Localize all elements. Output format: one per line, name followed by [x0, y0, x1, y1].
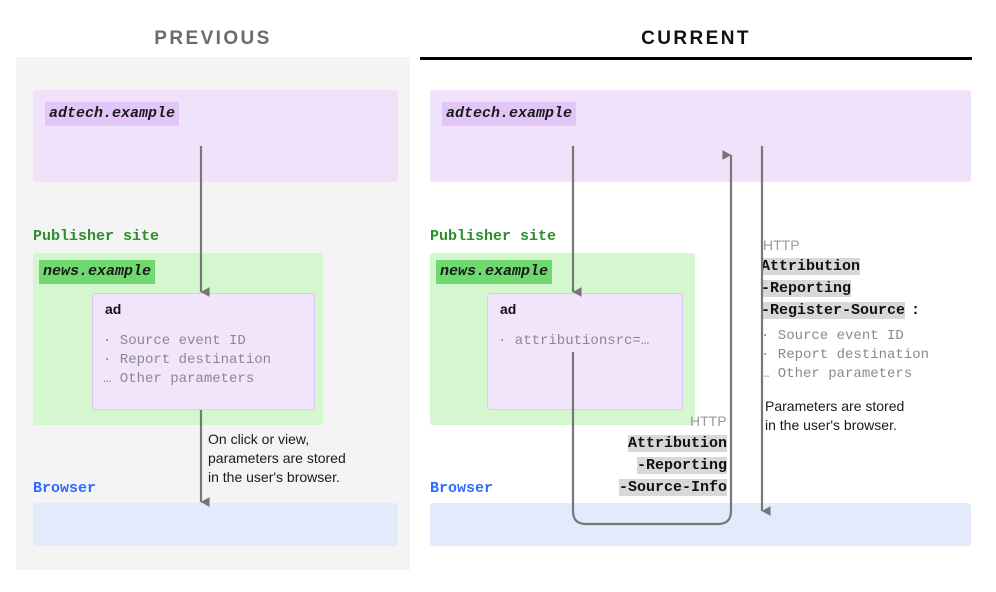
- response-header-line-2: -Reporting: [761, 280, 852, 297]
- current-note: Parameters are stored in the user's brow…: [765, 398, 905, 433]
- column-rule-current: [420, 57, 972, 60]
- previous-browser-label: Browser: [33, 480, 97, 497]
- response-http-word: HTTP: [763, 237, 800, 253]
- previous-ad-items: · Source event ID · Report destination ……: [103, 333, 272, 387]
- previous-publisher-chip: news.example: [39, 260, 156, 284]
- current-browser-label: Browser: [430, 480, 494, 497]
- previous-note: On click or view, parameters are stored …: [208, 431, 346, 485]
- column-title-current: CURRENT: [641, 28, 751, 49]
- response-header-line-1: Attribution: [761, 258, 861, 275]
- current-ad-items: · attributionsrc=…: [498, 333, 650, 349]
- previous-browser-box: [33, 503, 398, 546]
- current-browser-box: [430, 503, 971, 546]
- previous-publisher-label: Publisher site: [33, 228, 160, 245]
- request-header-line-2: -Reporting: [636, 457, 727, 474]
- response-header-items: · Source event ID · Report destination ……: [761, 328, 930, 382]
- request-http-word: HTTP: [690, 413, 727, 429]
- request-header-line-3: -Source-Info: [618, 479, 727, 496]
- column-title-previous: PREVIOUS: [154, 28, 272, 49]
- current-publisher-label: Publisher site: [430, 228, 557, 245]
- response-header-line-3: -Register-Source:: [761, 302, 921, 319]
- previous-ad-title: ad: [105, 301, 122, 317]
- current-ad-title: ad: [500, 301, 517, 317]
- previous-adtech-chip: adtech.example: [45, 102, 180, 126]
- current-adtech-chip: adtech.example: [442, 102, 577, 126]
- current-publisher-chip: news.example: [436, 260, 553, 284]
- current-ad-box: [487, 293, 683, 410]
- request-header-line-1: Attribution: [627, 435, 727, 452]
